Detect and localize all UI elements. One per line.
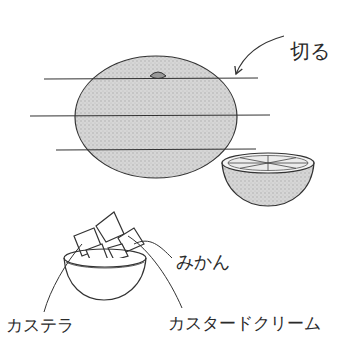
orange-stem bbox=[150, 72, 166, 79]
cut-line bbox=[44, 78, 258, 79]
annotation-label: カステラ bbox=[6, 316, 74, 335]
cut-line bbox=[56, 149, 256, 150]
half-orange-cut-face bbox=[222, 153, 314, 173]
cut-line bbox=[30, 115, 270, 116]
leader-line bbox=[134, 241, 172, 258]
leader-line bbox=[44, 244, 82, 312]
orange-segments bbox=[228, 156, 308, 171]
annotation-label: カスタードクリーム bbox=[168, 314, 321, 333]
leader-line bbox=[128, 236, 182, 308]
leader-arrow bbox=[236, 36, 284, 74]
orange-body bbox=[75, 56, 237, 178]
dessert-bowl bbox=[64, 212, 146, 300]
orange-flesh bbox=[228, 156, 308, 171]
annotation-label: 切る bbox=[290, 40, 330, 62]
annotation-label: みかん bbox=[176, 252, 230, 272]
